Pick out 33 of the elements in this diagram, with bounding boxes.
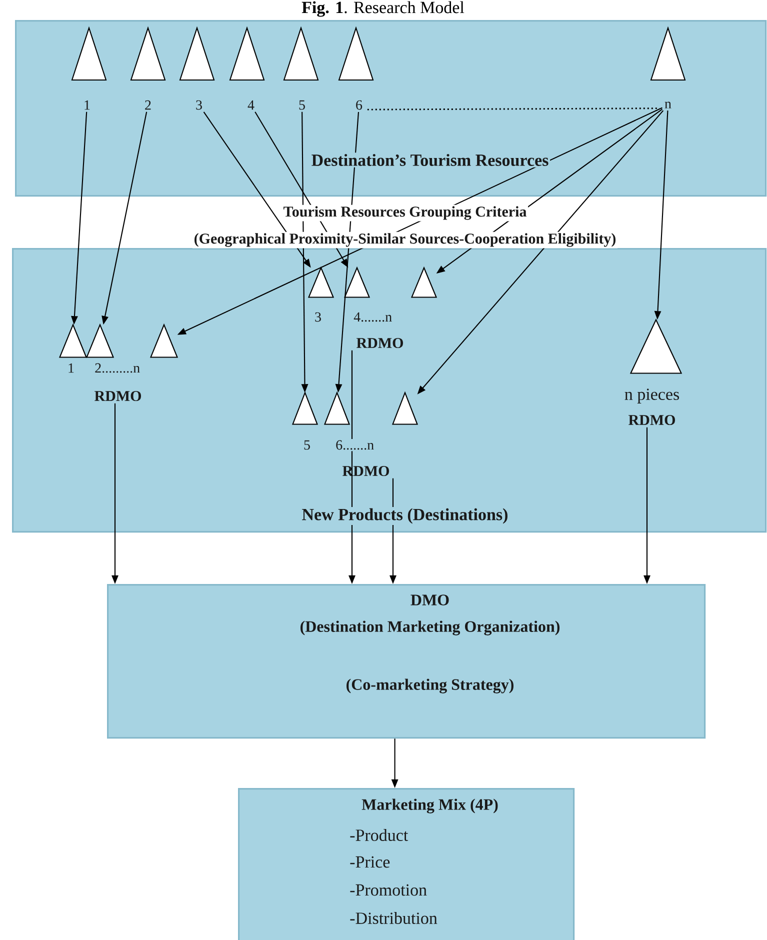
number-label: 1 bbox=[84, 100, 90, 110]
list-item: -Promotion bbox=[348, 882, 428, 898]
list-item: -Price bbox=[348, 854, 392, 870]
triangle-caption: 2.........n bbox=[93, 362, 142, 374]
process-box bbox=[107, 584, 706, 739]
number-label: 5 bbox=[299, 100, 305, 110]
group-label: RDMO bbox=[356, 338, 403, 348]
list-item: -Distribution bbox=[348, 910, 439, 926]
triangle-caption: 1 bbox=[66, 362, 76, 374]
band-title: New Products (Destinations) bbox=[300, 506, 510, 526]
triangle-caption: 5 bbox=[302, 439, 312, 451]
box-heading: DMO bbox=[409, 593, 451, 607]
group-label: RDMO bbox=[628, 414, 675, 426]
number-label: 4 bbox=[248, 100, 254, 110]
panel bbox=[12, 248, 767, 533]
triangle-caption: n pieces bbox=[623, 387, 681, 405]
criteria-text: Tourism Resources Grouping Criteria bbox=[282, 204, 528, 222]
figure-title: Fig. 1. Research Model bbox=[302, 1, 464, 17]
triangle-caption: 3 bbox=[313, 310, 323, 324]
group-label: RDMO bbox=[94, 390, 141, 402]
box-text: (Co-marketing Strategy) bbox=[344, 677, 516, 695]
dotted-line bbox=[367, 108, 660, 110]
panel bbox=[15, 20, 767, 197]
number-label: 6 bbox=[356, 100, 362, 110]
box-text: (Destination Marketing Organization) bbox=[298, 619, 562, 637]
band-title: Destination’s Tourism Resources bbox=[310, 152, 550, 168]
list-item: -Product bbox=[348, 828, 410, 842]
number-label: 2 bbox=[145, 100, 151, 110]
criteria-text: (Geographical Proximity-Similar Sources-Cooperation Eligibility) bbox=[192, 232, 618, 248]
process-box bbox=[238, 788, 575, 940]
number-label: 3 bbox=[196, 100, 202, 110]
number-label: n bbox=[664, 102, 672, 108]
box-heading: Marketing Mix (4P) bbox=[360, 797, 500, 815]
